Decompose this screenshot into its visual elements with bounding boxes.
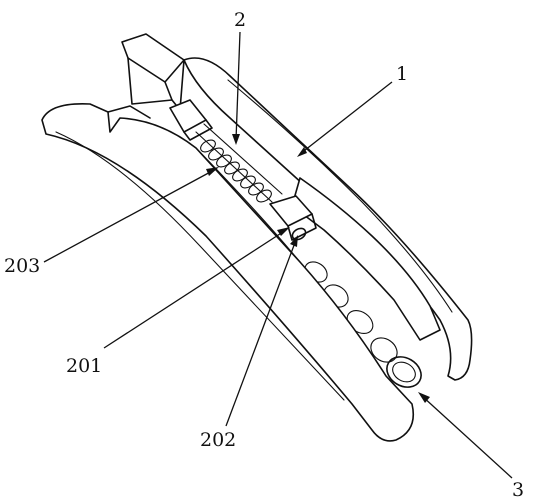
arrow-201	[277, 227, 290, 236]
label-part-2: 2	[234, 9, 246, 31]
label-part-201: 201	[66, 355, 102, 377]
leader-lines	[43, 31, 513, 479]
leader-203	[43, 169, 215, 263]
spring-assembly	[169, 99, 317, 241]
leader-2	[235, 31, 241, 141]
rear-jaw-lower-body	[291, 177, 441, 341]
label-part-3: 3	[512, 479, 524, 501]
leader-1	[299, 81, 393, 155]
arrow-203	[206, 167, 219, 176]
arrow-202	[290, 235, 298, 247]
front-clamp-jaw	[41, 103, 415, 442]
label-part-1: 1	[396, 63, 408, 85]
label-part-202: 202	[200, 429, 236, 451]
spring-coils	[200, 139, 272, 203]
arrow-1	[297, 147, 307, 157]
label-part-203: 203	[4, 255, 40, 277]
arrow-2	[232, 134, 240, 145]
leader-3	[421, 395, 513, 479]
leader-201	[103, 229, 287, 349]
arrow-3	[418, 392, 430, 403]
leader-202	[225, 239, 297, 427]
